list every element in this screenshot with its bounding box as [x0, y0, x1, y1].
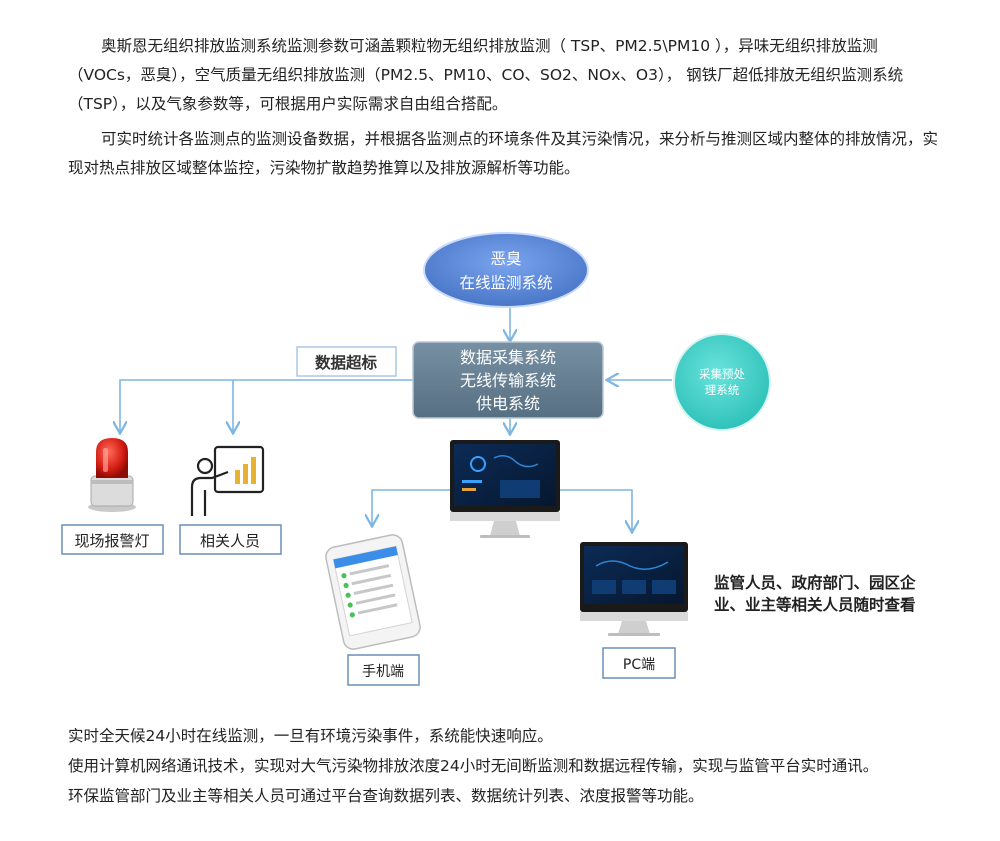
preprocess-line-1: 采集预处 [699, 367, 745, 381]
arrow-core-to-alarm [120, 379, 413, 432]
arrow-monitor-to-pc [560, 489, 632, 531]
pc-monitor-icon [580, 542, 688, 636]
viewers-line-1: 监管人员、政府部门、园区企 [714, 573, 916, 592]
phone-label-box: 手机端 [347, 654, 420, 686]
core-system-node: 数据采集系统 无线传输系统 供电系统 [412, 341, 604, 419]
viewers-line-2: 业、业主等相关人员随时查看 [714, 595, 916, 614]
odor-monitoring-node: 恶臭 在线监测系统 [423, 232, 589, 308]
connectors [120, 305, 672, 531]
footer-line-3: 环保监管部门及业主等相关人员可通过平台查询数据列表、数据统计列表、浓度报警等功能… [68, 787, 704, 805]
core-line-1: 数据采集系统 [460, 348, 556, 367]
core-line-3: 供电系统 [476, 394, 540, 413]
alarm-label: 现场报警灯 [74, 532, 149, 550]
staff-presenter-icon [190, 445, 265, 516]
pc-label-box: PC端 [602, 647, 676, 679]
footer-line-1: 实时全天候24小时在线监测，一旦有环境污染事件，系统能快速响应。 [68, 727, 553, 745]
core-line-2: 无线传输系统 [460, 371, 556, 390]
intro-paragraph-1: 奥斯恩无组织排放监测系统监测参数可涵盖颗粒物无组织排放监测（ TSP、PM2.5… [68, 37, 904, 113]
central-monitor-icon [450, 440, 560, 538]
arrow-monitor-to-phone [372, 489, 452, 525]
alarm-label-box: 现场报警灯 [61, 524, 164, 555]
overlimit-label: 数据超标 [315, 353, 378, 372]
footer-text: 实时全天候24小时在线监测，一旦有环境污染事件，系统能快速响应。 使用计算机网络… [68, 721, 968, 811]
intro-paragraph-2: 可实时统计各监测点的监测设备数据，并根据各监测点的环境条件及其污染情况，来分析与… [68, 130, 939, 177]
alarm-lamp-icon [88, 438, 136, 512]
footer-line-2: 使用计算机网络通讯技术，实现对大气污染物排放浓度24小时无间断监测和数据远程传输… [68, 757, 879, 775]
staff-label-box: 相关人员 [179, 524, 282, 555]
preprocess-line-2: 理系统 [705, 383, 740, 397]
phone-icon [325, 534, 421, 650]
overlimit-label-box: 数据超标 [296, 346, 397, 377]
pc-label: PC端 [623, 657, 655, 673]
odor-line-2: 在线监测系统 [459, 274, 552, 292]
staff-label: 相关人员 [200, 532, 260, 550]
odor-line-1: 恶臭 [490, 250, 521, 268]
preprocess-node: 采集预处 理系统 [673, 333, 771, 431]
phone-label: 手机端 [362, 664, 404, 680]
